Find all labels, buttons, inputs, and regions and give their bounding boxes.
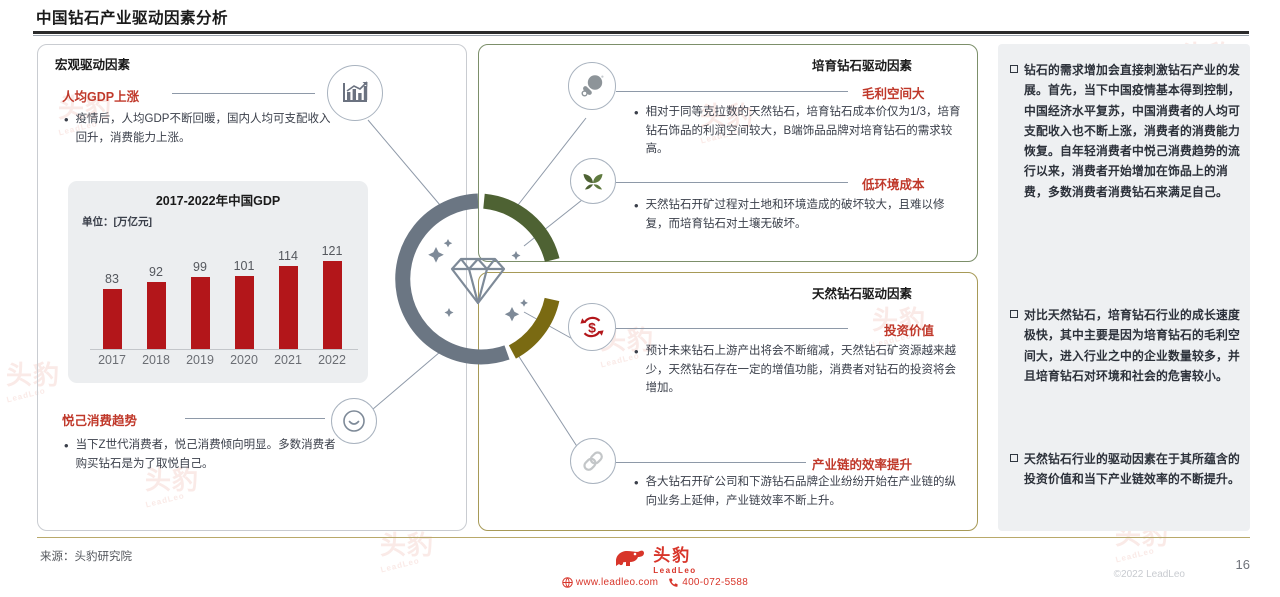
page-number: 16 [1235, 557, 1250, 572]
summary-item-text: 天然钻石行业的驱动因素在于其所蕴含的投资价值和当下产业链效率的不断提升。 [1024, 452, 1240, 487]
brand-subtitle: LeadLeo [653, 566, 697, 575]
bullet-marker: • [634, 105, 639, 120]
bar-column: 121 [310, 229, 354, 349]
connector-line-margin [616, 91, 848, 92]
brand-block: 头豹 LeadLeo www.leadleo.com 400-072-5588 [540, 541, 770, 588]
lab-grown-panel [478, 44, 978, 262]
summary-panel [998, 44, 1250, 531]
bar-column: 99 [178, 229, 222, 349]
magnifier-coin-icon [568, 62, 616, 110]
bullet-marker: • [634, 475, 639, 490]
driver-title-chain: 产业链的效率提升 [812, 458, 913, 472]
gdp-bar-chart: 2017-2022年中国GDP 单位：[万亿元] 83 92 99 101 114 121… [68, 181, 368, 383]
driver-body-chain-text: 各大钻石开矿公司和下游钻石品牌企业纷纷开始在产业链的纵向业务上延伸，产业链效率不… [645, 476, 957, 507]
driver-body-gdp-text: 疫情后，人均GDP不断回暖，国内人均可支配收入回升，消费能力上涨。 [75, 113, 331, 144]
driver-body-chain: • 各大钻石开矿公司和下游钻石品牌企业纷纷开始在产业链的纵向业务上延伸，产业链效… [634, 473, 964, 510]
chain-link-icon [570, 438, 616, 484]
driver-body-margin: • 相对于同等克拉数的天然钻石，培育钻石成本价仅为1/3，培育钻石饰品的利润空间… [634, 103, 964, 159]
summary-item: 钻石的需求增加会直接刺激钻石产业的发展。首先，当下中国疫情基本得到控制，中国经济… [1010, 60, 1242, 202]
chart-plot-area: 83 92 99 101 114 121 [90, 229, 354, 349]
bar-value-label: 101 [233, 259, 255, 273]
summary-item-text: 对比天然钻石，培育钻石行业的成长速度极快，其中主要是因为培育钻石的毛利空间大，进… [1024, 308, 1240, 383]
square-bullet-icon [1010, 454, 1018, 462]
driver-title-selfpleasure: 悦己消费趋势 [62, 414, 138, 428]
chart-unit-label: 单位：[万亿元] [82, 216, 152, 228]
bullet-marker: • [64, 438, 69, 453]
driver-title-env: 低环境成本 [862, 178, 925, 192]
bar-value-label: 83 [105, 272, 119, 286]
connector-line-gdp [172, 93, 315, 94]
bar [234, 276, 254, 349]
connector-line-selfpleasure [185, 418, 325, 419]
driver-body-selfpleasure: • 当下Z世代消费者，悦己消费倾向明显。多数消费者购买钻石是为了取悦自己。 [64, 436, 339, 473]
x-axis-label: 2022 [318, 353, 346, 367]
natural-diamond-heading: 天然钻石驱动因素 [812, 287, 913, 301]
bar-column: 83 [90, 229, 134, 349]
x-axis-label: 2020 [230, 353, 258, 367]
footer-phone: 400-072-5588 [682, 577, 749, 588]
bar-column: 92 [134, 229, 178, 349]
bar [322, 261, 342, 349]
bar-value-label: 92 [149, 265, 163, 279]
chart-title: 2017-2022年中国GDP [155, 194, 281, 208]
footer-divider [37, 537, 1250, 538]
summary-item-text: 钻石的需求增加会直接刺激钻石产业的发展。首先，当下中国疫情基本得到控制，中国经济… [1024, 63, 1240, 199]
bar [102, 289, 122, 349]
natural-diamond-panel [478, 272, 978, 531]
bar [278, 266, 298, 349]
connector-line-chain [616, 462, 806, 463]
copyright-note: ©2022 LeadLeo [1113, 569, 1185, 580]
diamond-ring-graphic [395, 193, 560, 365]
bar-column: 101 [222, 229, 266, 349]
bar-value-label: 114 [278, 249, 298, 263]
x-axis-label: 2018 [142, 353, 170, 367]
bar-value-label: 121 [321, 244, 343, 258]
summary-item: 天然钻石行业的驱动因素在于其所蕴含的投资价值和当下产业链效率的不断提升。 [1010, 449, 1242, 490]
source-note: 来源：头豹研究院 [40, 551, 132, 563]
leopard-logo-icon [616, 550, 645, 566]
square-bullet-icon [1010, 310, 1018, 318]
title-divider-secondary [33, 35, 1249, 36]
driver-body-env-text: 天然钻石开矿过程对土地和环境造成的破坏较大，且难以修复，而培育钻石对土壤无破坏。 [645, 199, 945, 230]
page-title: 中国钻石产业驱动因素分析 [36, 10, 229, 27]
bullet-marker: • [634, 344, 639, 359]
x-axis-label: 2019 [186, 353, 214, 367]
chart-growth-icon [327, 65, 383, 121]
footer-website[interactable]: www.leadleo.com [575, 577, 659, 588]
chart-x-axis [90, 349, 358, 350]
leaf-icon [570, 158, 616, 204]
driver-body-invest: • 预计未来钻石上游产出将会不断缩减，天然钻石矿资源越来越少，天然钻石存在一定的… [634, 342, 964, 398]
svg-text:$: $ [588, 320, 596, 336]
driver-body-margin-text: 相对于同等克拉数的天然钻石，培育钻石成本价仅为1/3，培育钻石饰品的利润空间较大… [645, 106, 961, 156]
money-cycle-icon: $ [568, 303, 616, 351]
connector-line-env [616, 182, 848, 183]
bar-column: 114 [266, 229, 310, 349]
bar-value-label: 99 [193, 260, 207, 274]
driver-body-gdp: • 疫情后，人均GDP不断回暖，国内人均可支配收入回升，消费能力上涨。 [64, 110, 339, 147]
driver-title-gdp: 人均GDP上涨 [62, 90, 140, 104]
bullet-marker: • [64, 112, 69, 127]
title-divider [33, 31, 1249, 34]
phone-icon [669, 578, 678, 587]
x-axis-label: 2021 [274, 353, 302, 367]
driver-title-margin: 毛利空间大 [862, 87, 925, 101]
globe-icon [562, 577, 573, 588]
driver-body-env: • 天然钻石开矿过程对土地和环境造成的破坏较大，且难以修复，而培育钻石对土壤无破… [634, 196, 964, 233]
connector-line-invest [616, 328, 848, 329]
bar [146, 282, 166, 349]
brand-name: 头豹 [653, 546, 692, 565]
smiley-face-icon [331, 398, 377, 444]
summary-item: 对比天然钻石，培育钻石行业的成长速度极快，其中主要是因为培育钻石的毛利空间大，进… [1010, 305, 1242, 386]
lab-grown-heading: 培育钻石驱动因素 [812, 59, 913, 73]
macro-drivers-heading: 宏观驱动因素 [55, 58, 131, 72]
square-bullet-icon [1010, 65, 1018, 73]
driver-body-selfpleasure-text: 当下Z世代消费者，悦己消费倾向明显。多数消费者购买钻石是为了取悦自己。 [75, 439, 336, 470]
driver-body-invest-text: 预计未来钻石上游产出将会不断缩减，天然钻石矿资源越来越少，天然钻石存在一定的增值… [645, 345, 957, 395]
bar [190, 277, 210, 349]
x-axis-label: 2017 [98, 353, 126, 367]
driver-title-invest: 投资价值 [884, 324, 935, 338]
bullet-marker: • [634, 198, 639, 213]
